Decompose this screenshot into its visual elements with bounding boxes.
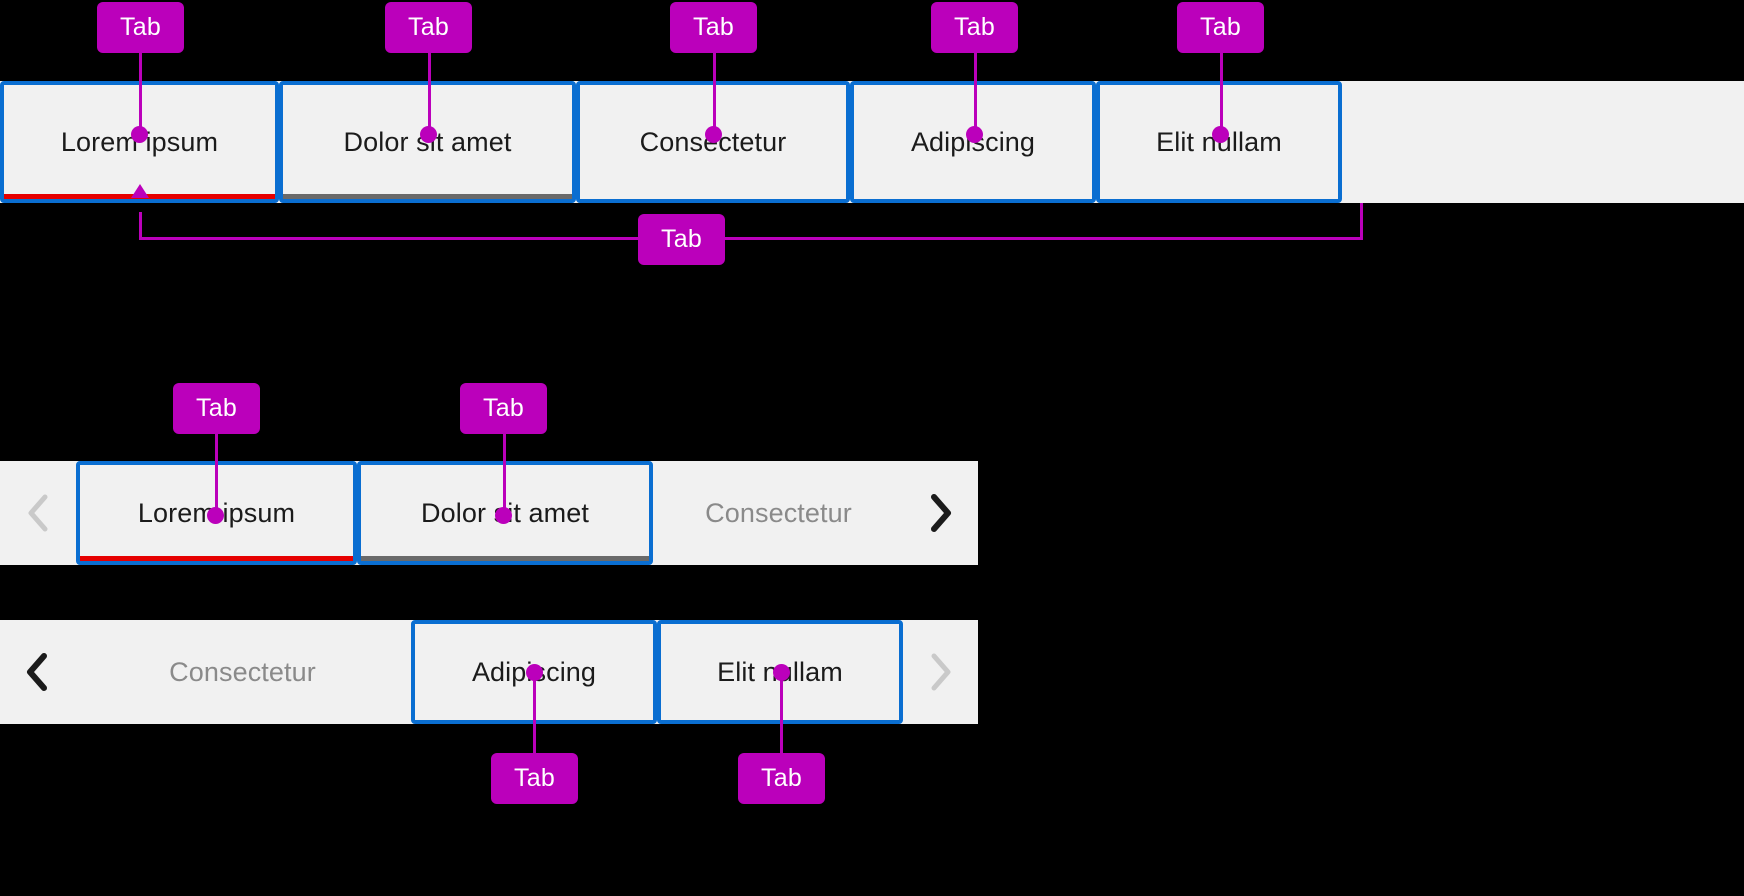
- callout-label: Tab: [761, 764, 802, 792]
- scroll-left-button-disabled[interactable]: [0, 461, 76, 565]
- annotation-connector: [1360, 203, 1363, 239]
- tab-lorem-ipsum[interactable]: Lorem ipsum: [76, 461, 357, 565]
- scroll-right-button-disabled[interactable]: [903, 620, 978, 724]
- callout-label: Tab: [120, 13, 161, 41]
- tab-label: Dolor sit amet: [421, 497, 589, 528]
- callout-tabcontainer: Tab: [638, 214, 725, 265]
- callout-tab-2: Tab: [385, 2, 472, 53]
- callout-tab-4: Tab: [931, 2, 1018, 53]
- tab-elit-nullam[interactable]: Elit nullam: [1096, 81, 1342, 203]
- scroll-right-button[interactable]: [904, 461, 978, 565]
- callout-tab-6: Tab: [173, 383, 260, 434]
- tab-dolor-sit-amet[interactable]: Dolor sit amet: [279, 81, 576, 203]
- tab-consectetur[interactable]: Consectetur: [653, 461, 904, 565]
- tab-label: Consectetur: [705, 497, 852, 528]
- tab-underline: [854, 194, 1092, 199]
- scrollable-tab-bar-end: Consectetur Adipiscing Elit nullam: [0, 620, 978, 724]
- tab-label: Consectetur: [639, 126, 787, 157]
- tab-label: Elit nullam: [1156, 126, 1282, 157]
- tab-underline: [1100, 194, 1338, 199]
- tab-selected-underline: [80, 556, 353, 561]
- callout-label: Tab: [408, 13, 449, 41]
- callout-tab-3: Tab: [670, 2, 757, 53]
- tab-adipiscing[interactable]: Adipiscing: [850, 81, 1096, 203]
- chevron-left-icon: [27, 653, 47, 691]
- tab-label: Lorem ipsum: [60, 126, 219, 157]
- callout-tab-8: Tab: [491, 753, 578, 804]
- tab-label: Elit nullam: [717, 656, 843, 687]
- callout-label: Tab: [693, 13, 734, 41]
- annotation-connector: [139, 212, 142, 239]
- tab-bar-empty-track: [1342, 81, 1744, 203]
- tab-label: Lorem ipsum: [137, 497, 296, 528]
- scroll-left-button[interactable]: [0, 620, 74, 724]
- tab-consectetur[interactable]: Consectetur: [576, 81, 850, 203]
- callout-label: Tab: [483, 394, 524, 422]
- callout-label: Tab: [661, 225, 702, 253]
- tab-elit-nullam[interactable]: Elit nullam: [657, 620, 903, 724]
- callout-label: Tab: [196, 394, 237, 422]
- callout-label: Tab: [1200, 13, 1241, 41]
- chevron-left-icon: [28, 494, 48, 532]
- chevron-right-icon: [931, 653, 950, 691]
- callout-tab-9: Tab: [738, 753, 825, 804]
- tab-dolor-sit-amet[interactable]: Dolor sit amet: [357, 461, 653, 565]
- tab-label: Dolor sit amet: [343, 126, 512, 157]
- tab-underline: [415, 715, 653, 720]
- tab-consectetur[interactable]: Consectetur: [74, 620, 411, 724]
- scrollable-tab-bar-start: Lorem ipsum Dolor sit amet Consectetur: [0, 461, 978, 565]
- tab-hover-underline: [361, 556, 649, 561]
- tab-selected-underline: [4, 194, 275, 199]
- tab-hover-underline: [283, 194, 572, 199]
- callout-label: Tab: [514, 764, 555, 792]
- tab-label: Adipiscing: [910, 126, 1036, 157]
- full-width-tab-bar: Lorem ipsum Dolor sit amet Consectetur A…: [0, 81, 1744, 203]
- tab-underline: [661, 715, 899, 720]
- chevron-right-icon: [931, 494, 951, 532]
- callout-label: Tab: [954, 13, 995, 41]
- tab-underline: [580, 194, 846, 199]
- annotation-connector: [139, 237, 1363, 240]
- tab-lorem-ipsum[interactable]: Lorem ipsum: [0, 81, 279, 203]
- tab-label: Adipiscing: [471, 656, 597, 687]
- callout-tab-1: Tab: [97, 2, 184, 53]
- callout-tab-5: Tab: [1177, 2, 1264, 53]
- callout-tab-7: Tab: [460, 383, 547, 434]
- tab-adipiscing[interactable]: Adipiscing: [411, 620, 657, 724]
- tab-label: Consectetur: [169, 656, 316, 687]
